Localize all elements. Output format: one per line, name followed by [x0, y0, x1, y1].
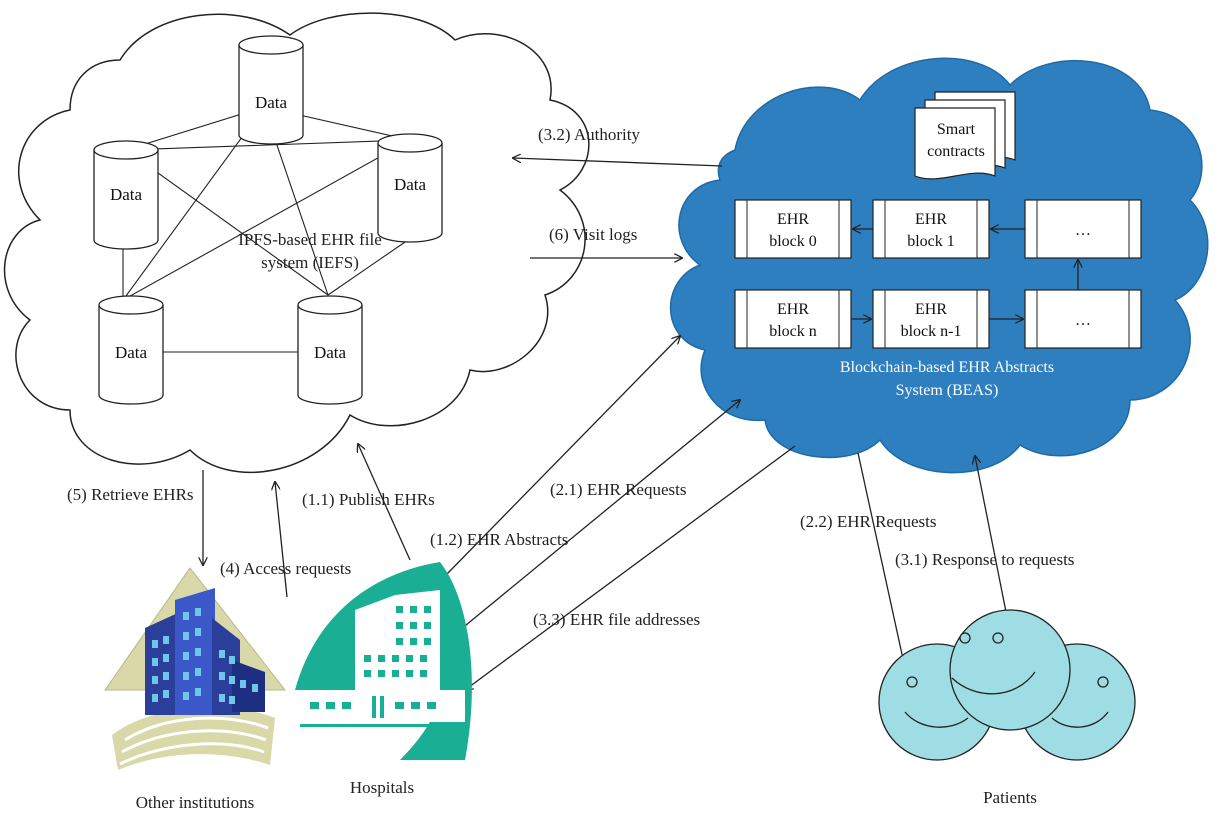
requests-22-label: (2.2) EHR Requests — [800, 512, 936, 531]
requests-21-label: (2.1) EHR Requests — [550, 480, 686, 499]
institutions-icon — [104, 567, 287, 770]
access-label: (4) Access requests — [220, 559, 351, 578]
file-addresses-label: (3.3) EHR file addresses — [533, 610, 700, 629]
ipfs-network-links — [122, 106, 411, 353]
authority-label: (3.2) Authority — [538, 125, 640, 144]
data-node-label: Data — [314, 343, 347, 362]
flow-arrows — [203, 158, 1011, 690]
block-label-line1: EHR — [915, 301, 947, 318]
ehr-block-n-1: EHR block n-1 — [872, 289, 990, 349]
beas-title-line1: Blockchain-based EHR Abstracts — [840, 359, 1054, 376]
block-label-line1: EHR — [915, 211, 947, 228]
patients-label: Patients — [983, 788, 1037, 807]
data-node-label: Data — [110, 185, 143, 204]
block-label-line1: … — [1075, 312, 1091, 329]
response-label: (3.1) Response to requests — [895, 550, 1074, 569]
smart-contracts-icon: Smart contracts — [914, 91, 1016, 180]
file-addresses-arrow — [465, 445, 796, 690]
ipfs-title-line1: IPFS-based EHR file — [238, 230, 382, 249]
block-chain-arrows — [851, 229, 1078, 319]
block-label-line2: block 1 — [907, 233, 955, 250]
data-node-bottom-left: Data — [98, 295, 164, 405]
data-node-right: Data — [377, 133, 443, 243]
block-label-line1: EHR — [777, 301, 809, 318]
block-label-line2: block 0 — [769, 233, 817, 250]
requests-22-arrow — [857, 452, 905, 668]
beas-title-line2: System (BEAS) — [896, 382, 999, 399]
data-node-top: Data — [238, 35, 304, 145]
ehr-block-ellipsis-top: … — [1024, 199, 1142, 259]
publish-arrow — [358, 444, 411, 561]
publish-label: (1.1) Publish EHRs — [302, 490, 435, 509]
data-node-left: Data — [93, 140, 159, 250]
abstracts-arrow — [445, 336, 680, 576]
response-arrow — [975, 456, 1011, 633]
ehr-block-ellipsis-bottom: … — [1024, 289, 1142, 349]
ehr-block-0: EHR block 0 — [734, 199, 852, 259]
block-label-line2: block n-1 — [901, 323, 962, 340]
authority-arrow — [513, 158, 723, 167]
data-node-label: Data — [255, 93, 288, 112]
ipfs-title-line2: system (IEFS) — [261, 253, 359, 272]
smart-contracts-line1: Smart — [937, 121, 976, 138]
block-label-line1: EHR — [777, 211, 809, 228]
data-node-label: Data — [115, 343, 148, 362]
block-label-line2: block n — [769, 323, 817, 340]
ehr-block-1: EHR block 1 — [872, 199, 990, 259]
data-node-bottom-right: Data — [297, 295, 363, 405]
visit-logs-label: (6) Visit logs — [549, 225, 637, 244]
retrieve-label: (5) Retrieve EHRs — [67, 485, 194, 504]
smart-contracts-line2: contracts — [927, 143, 985, 160]
abstracts-label: (1.2) EHR Abstracts — [430, 530, 568, 549]
block-label-line1: … — [1075, 222, 1091, 239]
data-node-label: Data — [394, 175, 427, 194]
hospitals-label: Hospitals — [350, 778, 414, 797]
access-arrow — [275, 482, 288, 598]
ehr-block-n: EHR block n — [734, 289, 852, 349]
hospitals-icon — [295, 562, 472, 760]
requests-21-arrow — [459, 400, 740, 631]
patients-icon — [878, 609, 1136, 761]
institutions-label: Other institutions — [136, 793, 255, 812]
beas-cloud — [669, 57, 1209, 474]
